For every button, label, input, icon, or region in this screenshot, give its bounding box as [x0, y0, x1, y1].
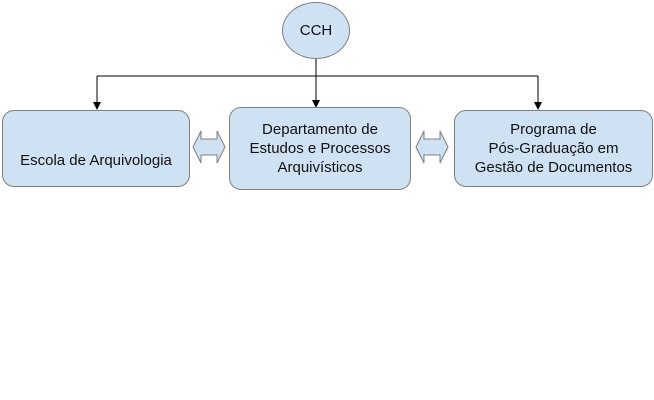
node-escola-arquivologia: Escola de Arquivologia: [2, 110, 190, 187]
double-arrow-left: [192, 130, 226, 164]
node-programa-pos-graduacao: Programa de Pós-Graduação em Gestão de D…: [454, 110, 653, 187]
node-label-line: Programa de: [510, 121, 597, 138]
node-label-line: Departamento de: [262, 121, 378, 138]
node-label: Escola de Arquivologia: [20, 152, 172, 169]
node-label-line: Estudos e Processos: [249, 140, 391, 157]
node-label-line: Arquivísticos: [277, 159, 363, 176]
node-departamento: Departamento de Estudos e Processos Arqu…: [229, 107, 411, 190]
node-label-line: Gestão de Documentos: [474, 159, 633, 176]
double-arrow-right: [415, 130, 449, 164]
node-label-line: Pós-Graduação em: [488, 140, 619, 157]
root-label: CCH: [299, 22, 333, 39]
root-node-cch: CCH: [282, 2, 350, 59]
